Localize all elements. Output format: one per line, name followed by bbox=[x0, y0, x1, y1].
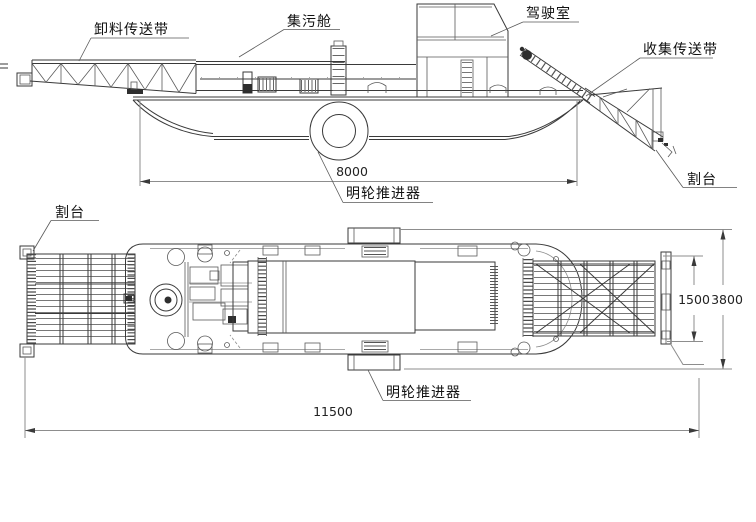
cutting-header-grid bbox=[19, 245, 136, 358]
side-view: 8000 卸料传送带 集污舱 驾驶室 收集传送带 割台 明轮推进器 bbox=[0, 3, 737, 203]
label-driver-cab: 驾驶室 bbox=[526, 5, 571, 22]
dimension-11500: 11500 bbox=[24, 357, 700, 438]
side-view-labels: 卸料传送带 集污舱 驾驶室 收集传送带 割台 明轮推进器 bbox=[78, 5, 737, 203]
paddle-wheels-plan bbox=[197, 227, 478, 371]
label-paddle-wheel-side: 明轮推进器 bbox=[346, 186, 421, 202]
unloading-conveyor-truss bbox=[0, 59, 197, 94]
label-waste-cabin: 集污舱 bbox=[287, 13, 332, 30]
cabin-plan-rects bbox=[232, 260, 498, 334]
label-paddle-wheel-plan: 明轮推进器 bbox=[386, 385, 461, 401]
hull-side-profile bbox=[132, 96, 584, 140]
dim-overall-length: 11500 bbox=[313, 404, 353, 419]
plan-view: 1500 3800 11500 割台 明轮推进器 bbox=[19, 204, 743, 438]
dim-overall-beam: 3800 bbox=[711, 292, 743, 307]
plan-view-labels: 割台 明轮推进器 bbox=[32, 204, 471, 401]
hull-plan-outline bbox=[125, 241, 583, 357]
dimension-8000: 8000 bbox=[139, 101, 578, 186]
label-cutting-header-plan: 割台 bbox=[55, 204, 85, 221]
stern-conveyor-grid bbox=[522, 251, 672, 345]
deck-structures bbox=[196, 40, 583, 96]
bow-winch bbox=[149, 283, 183, 317]
label-collecting-conveyor: 收集传送带 bbox=[643, 41, 718, 58]
dimension-1500-3800: 1500 3800 bbox=[400, 229, 743, 370]
driver-cab bbox=[416, 3, 509, 98]
machinery-cluster bbox=[184, 257, 267, 337]
dim-hull-length: 8000 bbox=[336, 164, 368, 179]
label-unloading-conveyor: 卸料传送带 bbox=[94, 22, 169, 38]
paddle-wheel-side bbox=[309, 101, 369, 161]
dim-header-width: 1500 bbox=[678, 292, 710, 307]
label-cutting-header-side: 割台 bbox=[687, 171, 717, 188]
collecting-conveyor-boom bbox=[519, 46, 677, 158]
